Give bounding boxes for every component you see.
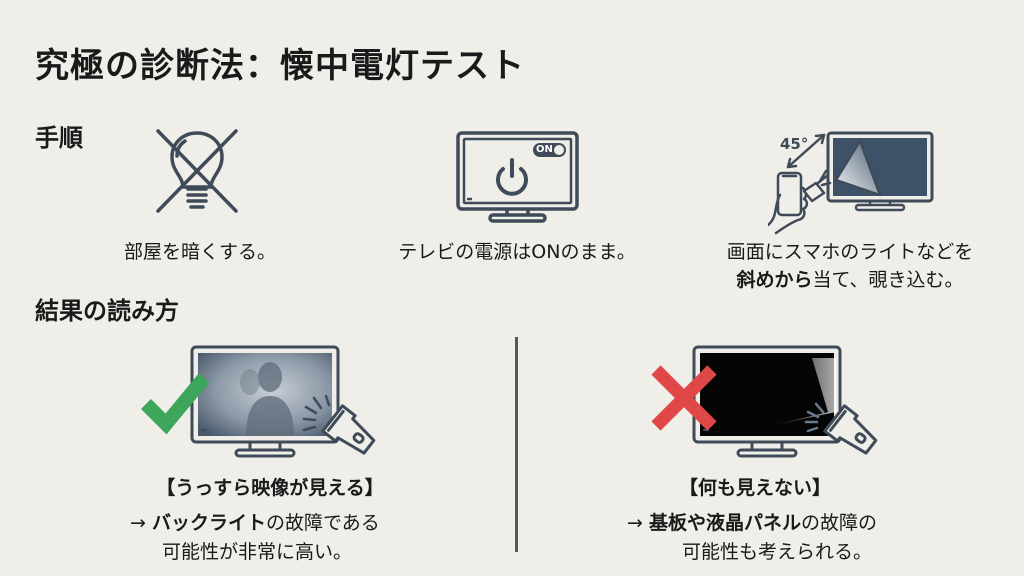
result-visible-illustration bbox=[138, 342, 388, 462]
result-nothing-desc: → 基板や液晶パネルの故障の 可能性も考えられる。 bbox=[627, 509, 877, 567]
arrow-icon: → bbox=[627, 512, 649, 534]
result-nothing-line-1: → 基板や液晶パネルの故障の bbox=[627, 509, 877, 538]
phone-light-angle-icon: 45° bbox=[768, 125, 938, 235]
on-badge: ON bbox=[536, 144, 553, 155]
step-3-caption: 画面にスマホのライトなどを 斜めから当て、覗き込む。 bbox=[680, 238, 1020, 294]
step-3-line-2: 斜めから当て、覗き込む。 bbox=[680, 266, 1020, 294]
arrow-icon: → bbox=[130, 512, 152, 534]
result-nothing-bold: 基板や液晶パネル bbox=[648, 512, 801, 534]
page-title: 究極の診断法：懐中電灯テスト bbox=[35, 46, 525, 86]
step-3-rest-text: 当て、覗き込む。 bbox=[812, 269, 964, 291]
result-nothing-illustration bbox=[640, 342, 890, 462]
step-3-line-1: 画面にスマホのライトなどを bbox=[726, 241, 974, 263]
result-nothing-rest: の故障の bbox=[800, 512, 877, 534]
result-visible-bold: バックライト bbox=[151, 512, 266, 534]
result-visible-line-2: 可能性が非常に高い。 bbox=[162, 541, 353, 563]
result-nothing-line-2: 可能性も考えられる。 bbox=[682, 541, 873, 563]
procedure-heading: 手順 bbox=[35, 124, 83, 152]
result-nothing-label: 【何も見えない】 bbox=[678, 477, 831, 499]
result-visible-label: 【うっすら映像が見える】 bbox=[156, 477, 384, 499]
step-3-bold-text: 斜めから bbox=[736, 269, 813, 291]
result-visible-desc: → バックライトの故障である 可能性が非常に高い。 bbox=[130, 509, 380, 567]
step-2-caption: テレビの電源はONのまま。 bbox=[398, 241, 636, 263]
result-visible-line-1: → バックライトの故障である bbox=[130, 509, 380, 538]
results-heading: 結果の読み方 bbox=[35, 297, 179, 325]
tv-power-on-icon: ON bbox=[455, 130, 580, 225]
step-1-caption: 部屋を暗くする。 bbox=[123, 241, 276, 263]
result-visible-rest: の故障である bbox=[265, 512, 380, 534]
lightbulb-crossed-icon bbox=[150, 125, 245, 220]
angle-label: 45° bbox=[780, 135, 809, 153]
section-divider bbox=[515, 337, 518, 552]
